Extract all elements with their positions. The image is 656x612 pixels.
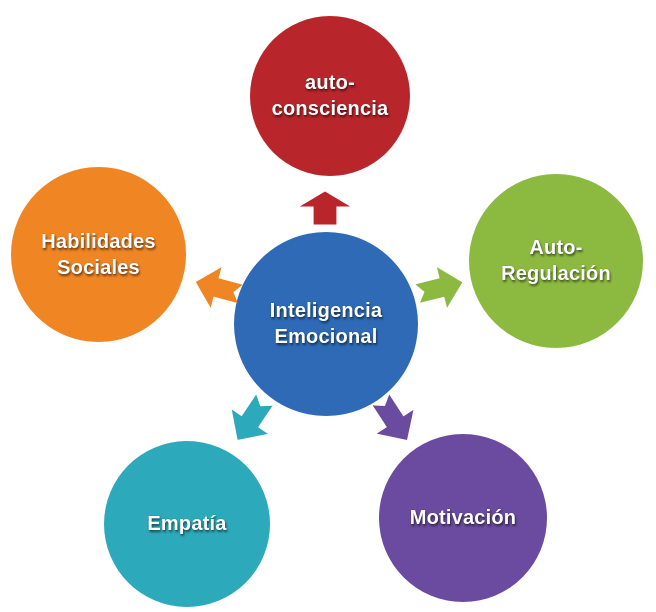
label-line: Regulación — [501, 263, 611, 285]
label-line: auto- — [305, 72, 355, 94]
node-auto-regulacion: Auto- Regulación — [469, 174, 643, 348]
label-line: Auto- — [529, 237, 583, 259]
node-auto-regulacion-label: Auto- Regulación — [501, 235, 611, 287]
label-line: consciencia — [271, 98, 389, 120]
node-habilidades-sociales: Habilidades Sociales — [11, 167, 186, 342]
node-auto-consciencia: auto- consciencia — [250, 16, 410, 176]
label-line: Sociales — [57, 256, 140, 279]
arrow-left-icon — [195, 267, 243, 308]
label-line: Empatía — [147, 513, 227, 535]
arrow-down-left-icon — [231, 394, 273, 440]
node-empatia-label: Empatía — [147, 511, 226, 537]
node-motivacion: Motivación — [379, 434, 547, 602]
arrow-down-right-icon — [372, 394, 414, 441]
label-line: Habilidades — [41, 230, 156, 253]
node-auto-consciencia-label: auto- consciencia — [272, 70, 389, 122]
label-line: Motivación — [409, 507, 517, 529]
label-line: Inteligencia — [269, 300, 383, 322]
arrow-right-icon — [415, 267, 463, 308]
node-inteligencia-emocional-label: Inteligencia Emocional — [270, 298, 382, 350]
node-habilidades-sociales-label: Habilidades Sociales — [41, 229, 155, 281]
node-inteligencia-emocional: Inteligencia Emocional — [234, 232, 418, 416]
arrow-up-icon — [299, 191, 351, 225]
node-empatia: Empatía — [104, 441, 270, 607]
node-motivacion-label: Motivación — [410, 505, 516, 531]
label-line: Emocional — [274, 326, 378, 348]
